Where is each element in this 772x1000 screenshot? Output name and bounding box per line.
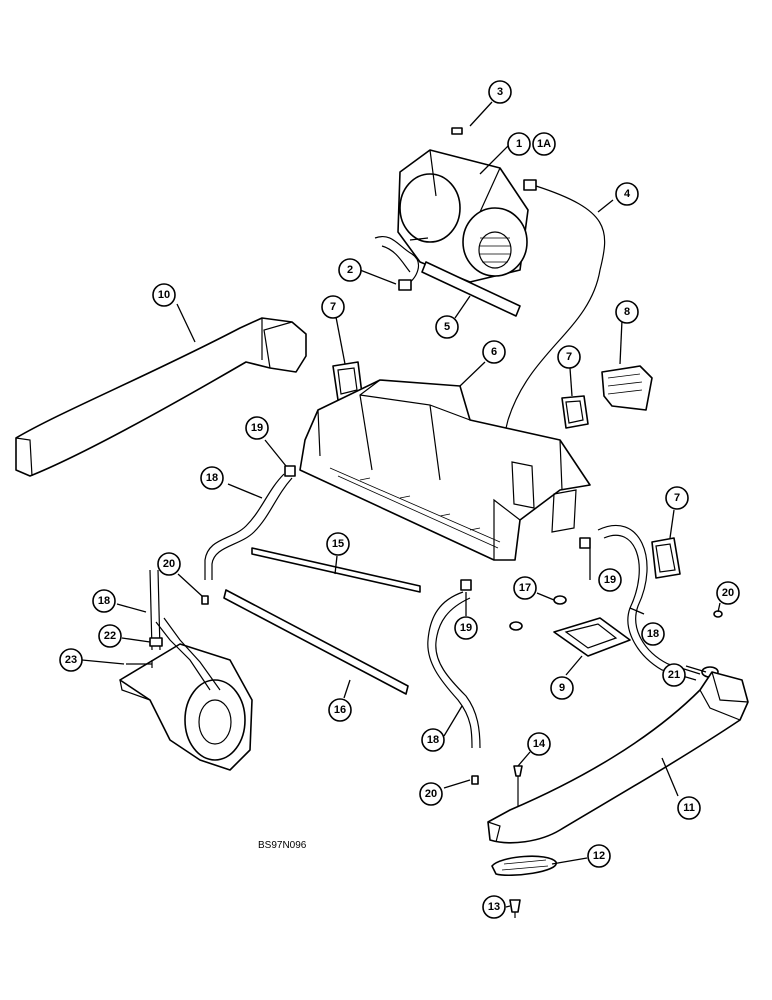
callout-17: 17 [513,576,537,600]
svg-text:9: 9 [559,682,565,694]
svg-text:4: 4 [624,188,631,200]
callout-19-right: 19 [598,568,622,592]
svg-text:15: 15 [332,538,344,550]
svg-text:18: 18 [427,734,439,746]
callout-22: 22 [98,624,122,648]
callout-18-right: 18 [641,622,665,646]
right-duct-11 [487,671,749,844]
callout-9: 9 [550,676,574,700]
clip-20b [471,775,479,785]
blower-assembly [397,127,529,283]
callout-12: 12 [587,844,611,868]
svg-text:23: 23 [65,654,77,666]
svg-text:18: 18 [98,595,110,607]
svg-text:19: 19 [604,574,616,586]
callout-15: 15 [326,532,350,556]
callout-20-left: 20 [157,552,181,576]
hose-18b [427,579,481,749]
svg-text:19: 19 [251,422,263,434]
callout-18-bottom: 18 [421,728,445,752]
callout-13: 13 [482,895,506,919]
gasket-7b [561,395,589,429]
callout-5: 5 [435,315,459,339]
callout-8: 8 [615,300,639,324]
svg-text:20: 20 [722,587,734,599]
callout-1a: 1A [532,132,556,156]
svg-text:7: 7 [566,351,572,363]
svg-text:10: 10 [158,289,170,301]
callout-16: 16 [328,698,352,722]
callout-20-right: 20 [716,581,740,605]
screw-13 [509,899,521,918]
svg-text:6: 6 [491,346,497,358]
callout-1: 1 [507,132,531,156]
callout-11: 11 [677,796,701,820]
clip-20a [201,595,209,605]
strip-16 [223,589,409,695]
svg-text:7: 7 [330,301,336,313]
callout-4: 4 [615,182,639,206]
svg-text:21: 21 [668,669,680,681]
vent-outlet-8 [601,365,653,411]
callout-23: 23 [59,648,83,672]
svg-text:13: 13 [488,901,500,913]
svg-text:2: 2 [347,264,353,276]
svg-text:22: 22 [104,630,116,642]
svg-text:1: 1 [516,138,522,150]
callout-18-left: 18 [200,466,224,490]
callout-20-bottom: 20 [419,782,443,806]
svg-text:11: 11 [683,802,695,814]
hose-18c [579,524,701,681]
svg-text:20: 20 [425,788,437,800]
nuts-17 [509,595,567,631]
left-duct-10 [15,317,307,477]
svg-text:18: 18 [647,628,659,640]
callout-19-center: 19 [454,616,478,640]
heater-housing-6 [299,379,591,561]
svg-text:17: 17 [519,582,531,594]
callout-19-left: 19 [245,416,269,440]
svg-text:19: 19 [460,622,472,634]
callout-3: 3 [488,80,512,104]
svg-text:18: 18 [206,472,218,484]
svg-text:3: 3 [497,86,503,98]
svg-text:20: 20 [163,558,175,570]
svg-text:1A: 1A [537,138,551,150]
callout-2: 2 [338,258,362,282]
defroster-assembly [119,617,253,771]
seal-strip-5 [421,261,521,317]
grille-12 [491,855,557,877]
svg-text:7: 7 [674,492,680,504]
vent-frame-9 [553,617,631,657]
svg-text:5: 5 [444,321,450,333]
callout-18-far-left: 18 [92,589,116,613]
gasket-7c [651,537,681,579]
svg-text:12: 12 [593,850,605,862]
diagram-code: BS97N096 [258,840,307,851]
callout-6: 6 [482,340,506,364]
callouts: 3 1 1A 4 2 5 10 7 8 6 7 19 18 7 15 [59,80,740,919]
leader-lines [81,101,721,908]
callout-21: 21 [662,663,686,687]
svg-text:16: 16 [334,704,346,716]
hose-18d [149,569,161,651]
callout-7-right: 7 [665,486,689,510]
callout-10: 10 [152,283,176,307]
callout-14: 14 [527,732,551,756]
hose-18a [204,465,296,580]
callout-7-mid: 7 [557,345,581,369]
svg-text:8: 8 [624,306,630,318]
callout-7-top: 7 [321,295,345,319]
wiring-harness [374,236,429,291]
svg-text:14: 14 [533,738,546,750]
